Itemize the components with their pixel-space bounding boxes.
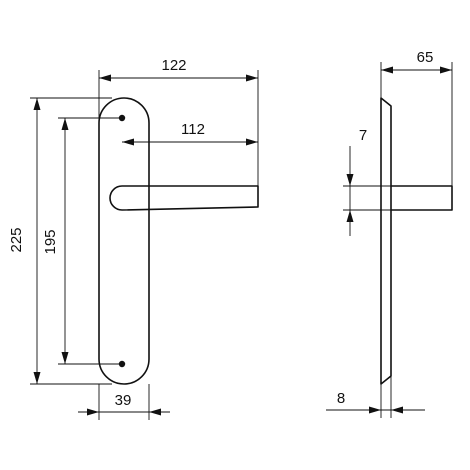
dim-lever-span: 122 bbox=[98, 57, 259, 186]
lever-span-label: 122 bbox=[161, 57, 186, 74]
dim-hole-spacing: 195 bbox=[42, 117, 122, 365]
lever-thickness-label: 7 bbox=[359, 127, 367, 144]
dim-projection: 65 bbox=[380, 49, 453, 186]
side-view bbox=[380, 97, 453, 385]
plate-width-label: 39 bbox=[115, 392, 132, 409]
lever-handle-front bbox=[109, 185, 259, 211]
plate-length-label: 225 bbox=[8, 227, 25, 252]
dim-lever-thickness: 7 bbox=[343, 127, 391, 236]
lever-reach-label: 112 bbox=[181, 121, 205, 138]
front-view bbox=[98, 97, 259, 385]
dim-lever-reach: 112 bbox=[122, 121, 258, 146]
backplate-outline bbox=[98, 97, 150, 385]
plate-thickness-label: 8 bbox=[337, 390, 345, 407]
dim-plate-thickness: 8 bbox=[326, 376, 425, 418]
backplate-profile bbox=[380, 97, 392, 385]
projection-label: 65 bbox=[417, 49, 434, 66]
hole-spacing-label: 195 bbox=[42, 229, 59, 254]
dim-plate-length: 225 bbox=[8, 97, 112, 385]
dim-plate-width: 39 bbox=[78, 384, 170, 420]
lever-handle-side bbox=[391, 185, 453, 211]
